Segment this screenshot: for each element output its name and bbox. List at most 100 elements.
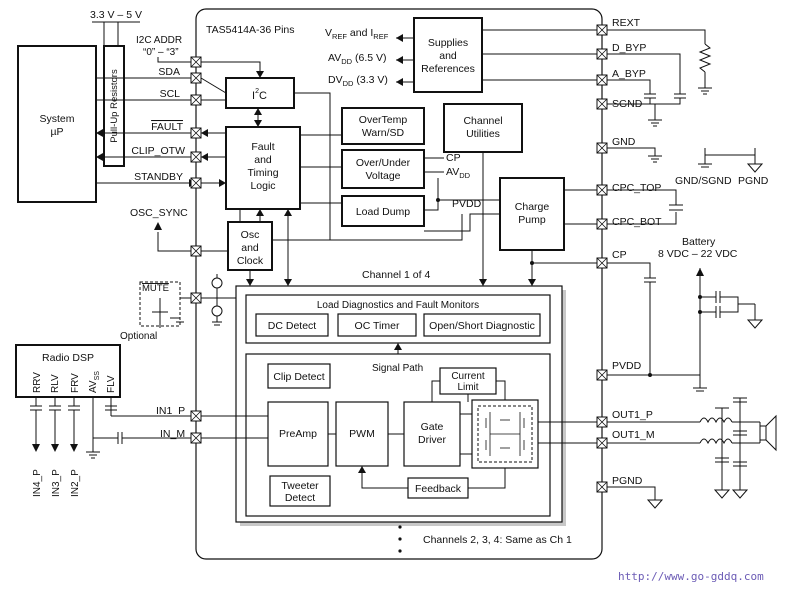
open-short-block <box>423 313 541 337</box>
pgnd-ext-label: PGND <box>738 175 769 187</box>
dsp-pin-rrv: RRV <box>32 372 43 393</box>
speaker-icon <box>759 425 767 441</box>
in-m-label: IN_M <box>160 428 185 440</box>
pgnd-pin-label: PGND <box>612 475 643 487</box>
current-limit-label-1: Current <box>451 371 485 382</box>
mute-label: MUTE <box>142 283 169 294</box>
chip-pins-title: TAS5414A-36 Pins <box>206 24 295 36</box>
charge-pump-label-1: Charge <box>515 201 550 213</box>
overtemp-label-1: OverTemp <box>359 114 408 126</box>
radio-dsp-block <box>15 344 121 398</box>
feedback-label: Feedback <box>415 483 462 495</box>
signal-path-label: Signal Path <box>372 363 423 374</box>
osc-label-3: Clock <box>237 255 264 267</box>
sda-pin-label: SDA <box>158 66 180 78</box>
osc-label-2: and <box>241 242 259 254</box>
avdd-supply-label: AVDD (6.5 V) <box>328 52 387 66</box>
gate-driver-label-1: Gate <box>421 421 444 433</box>
dsp-pin-rlv: RLV <box>50 374 61 393</box>
scl-pin-label: SCL <box>160 88 181 100</box>
dsp-pin-frv: FRV <box>70 373 81 393</box>
rext-pin-label: REXT <box>612 17 641 29</box>
osc-sync-label: OSC_SYNC <box>130 207 188 219</box>
battery-label-1: Battery <box>682 236 716 248</box>
output-inductor-m <box>699 438 733 445</box>
pvdd-pin-label: PVDD <box>612 360 642 372</box>
dc-detect-label: DC Detect <box>268 320 317 332</box>
system-up-block <box>17 45 97 203</box>
channel-utilities-block <box>443 103 523 153</box>
gnd-sgnd-label: GND/SGND <box>675 175 732 187</box>
channel-util-label-1: Channel <box>463 115 502 127</box>
current-limit-block <box>439 367 497 395</box>
in2-p-label: IN2_P <box>70 469 81 497</box>
pull-up-resistors-block <box>103 45 125 167</box>
load-dump-label: Load Dump <box>356 206 410 218</box>
charge-pump-block <box>499 177 565 251</box>
over-under-voltage-block <box>341 149 425 189</box>
fault-timing-logic-block <box>225 126 301 210</box>
oc-timer-block <box>337 313 417 337</box>
dvdd-supply-label: DVDD (3.3 V) <box>328 74 388 88</box>
open-short-label: Open/Short Diagnostic <box>429 320 535 332</box>
h-bridge-icon <box>477 405 533 463</box>
dc-detect-block <box>255 313 329 337</box>
supplies-label-2: and <box>439 50 457 62</box>
other-channels-note: Channels 2, 3, 4: Same as Ch 1 <box>423 534 572 546</box>
dsp-pin-flv: FLV <box>106 375 117 393</box>
fault-label-1: Fault <box>251 141 274 153</box>
clip-detect-block <box>267 363 331 389</box>
cp-pin-label: CP <box>612 249 627 261</box>
fault-label-3: Timing <box>247 167 278 179</box>
overunder-label-2: Voltage <box>365 170 400 182</box>
overunder-label-1: Over/Under <box>356 157 411 169</box>
output-inductor-p <box>699 417 733 424</box>
supplies-label-3: References <box>421 63 475 75</box>
i2c-addr-label: I2C ADDR <box>136 35 182 46</box>
gnd-pin-label: GND <box>612 136 636 148</box>
charge-pump-label-2: Pump <box>518 214 546 226</box>
supplies-label-1: Supplies <box>428 37 468 49</box>
i2c-addr-range: “0” – “3” <box>143 47 179 58</box>
clip-otw-pin-label: CLIP_OTW <box>131 145 185 157</box>
preamp-label: PreAmp <box>279 428 317 440</box>
dsp-pin-avss: AVSS <box>88 371 101 393</box>
battery-label-2: 8 VDC – 22 VDC <box>658 248 738 260</box>
pwm-label: PWM <box>349 428 375 440</box>
fault-label-2: and <box>254 154 272 166</box>
supplies-references-block <box>413 17 483 93</box>
in1-p-label: IN1_P <box>156 405 185 417</box>
supply-voltage-label: 3.3 V – 5 V <box>90 9 142 21</box>
tweeter-detect-block <box>269 475 331 507</box>
rext-resistor <box>698 43 712 73</box>
in4-p-label: IN4_P <box>32 469 43 497</box>
d-byp-pin-label: D_BYP <box>612 42 646 54</box>
load-dump-block <box>341 195 425 227</box>
osc-label-1: Osc <box>241 229 260 241</box>
pull-up-resistors-label: Pull-Up Resistors <box>109 69 120 143</box>
standby-pin-label: STANDBY <box>134 171 183 183</box>
out1-p-pin-label: OUT1_P <box>612 409 653 421</box>
a-byp-pin-label: A_BYP <box>612 68 646 80</box>
oc-timer-label: OC Timer <box>355 320 400 332</box>
gate-driver-label-2: Driver <box>418 434 447 446</box>
channel-util-label-2: Utilities <box>466 128 500 140</box>
i2c-label: I2C <box>252 88 267 102</box>
out1-m-pin-label: OUT1_M <box>612 429 655 441</box>
ov-cp-label: CP <box>446 152 461 164</box>
system-up-label-1: System <box>39 113 74 125</box>
overtemp-block <box>341 107 425 145</box>
load-diag-title: Load Diagnostics and Fault Monitors <box>317 300 479 311</box>
in3-p-label: IN3_P <box>51 469 62 497</box>
cpc-bot-pin-label: CPC_BOT <box>612 216 662 228</box>
pvdd-internal-label: PVDD <box>452 198 482 210</box>
cpc-top-pin-label: CPC_TOP <box>612 182 661 194</box>
current-limit-label-2: Limit <box>457 382 478 393</box>
ov-avdd-label: AVDD <box>446 166 471 180</box>
tweeter-label-2: Detect <box>285 492 315 504</box>
optional-mute-circuit <box>139 281 181 327</box>
overtemp-label-2: Warn/SD <box>362 127 405 139</box>
optional-label: Optional <box>120 331 157 342</box>
